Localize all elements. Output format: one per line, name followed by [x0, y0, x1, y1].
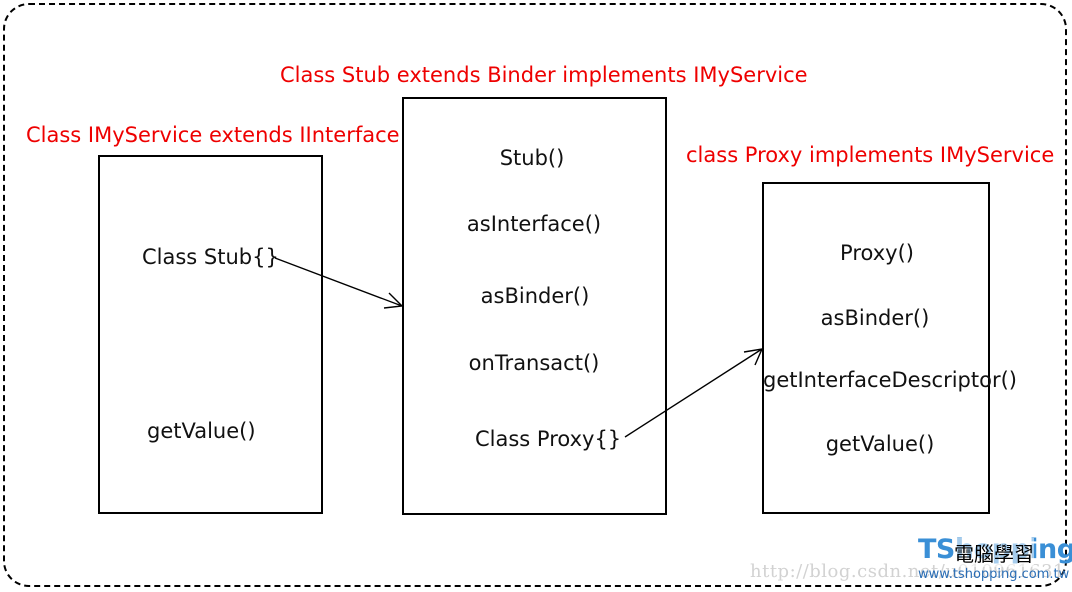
- stub-reference-arrow: [274, 257, 403, 307]
- proxy-asbinder-method: asBinder(): [820, 306, 930, 330]
- imyservice-getvalue-method: getValue(): [147, 419, 256, 443]
- stub-asbinder-method: asBinder(): [480, 284, 590, 308]
- imyservice-title: Class IMyService extends IInterface: [26, 123, 400, 147]
- stub-title: Class Stub extends Binder implements IMy…: [280, 63, 808, 87]
- proxy-class-box: [762, 182, 990, 514]
- tshopping-logo-cjk: 電腦學習: [954, 538, 1034, 567]
- stub-proxy-member: Class Proxy{}: [475, 427, 622, 451]
- proxy-constructor: Proxy(): [840, 241, 914, 265]
- imyservice-stub-member: Class Stub{}: [142, 245, 279, 269]
- proxy-getvalue-method: getValue(): [825, 432, 935, 456]
- stub-class-box: [402, 97, 667, 515]
- imyservice-class-box: [98, 155, 323, 514]
- stub-ontransact-method: onTransact(): [468, 351, 600, 375]
- tshopping-logo-url: www.tshopping.com.tw: [918, 567, 1070, 582]
- proxy-getinterfacedescriptor-method: getInterfaceDescriptor(): [763, 368, 1017, 392]
- stub-reference-arrowhead: [383, 292, 404, 309]
- proxy-title: class Proxy implements IMyService: [686, 143, 1055, 167]
- proxy-reference-arrowhead: [743, 348, 764, 366]
- stub-asinterface-method: asInterface(): [466, 212, 602, 236]
- diagram-frame: [3, 3, 1067, 587]
- proxy-reference-arrow: [624, 348, 763, 438]
- stub-constructor: Stub(): [499, 146, 565, 170]
- tshopping-logo: TShopping 電腦學習 www.tshopping.com.tw: [918, 534, 1072, 588]
